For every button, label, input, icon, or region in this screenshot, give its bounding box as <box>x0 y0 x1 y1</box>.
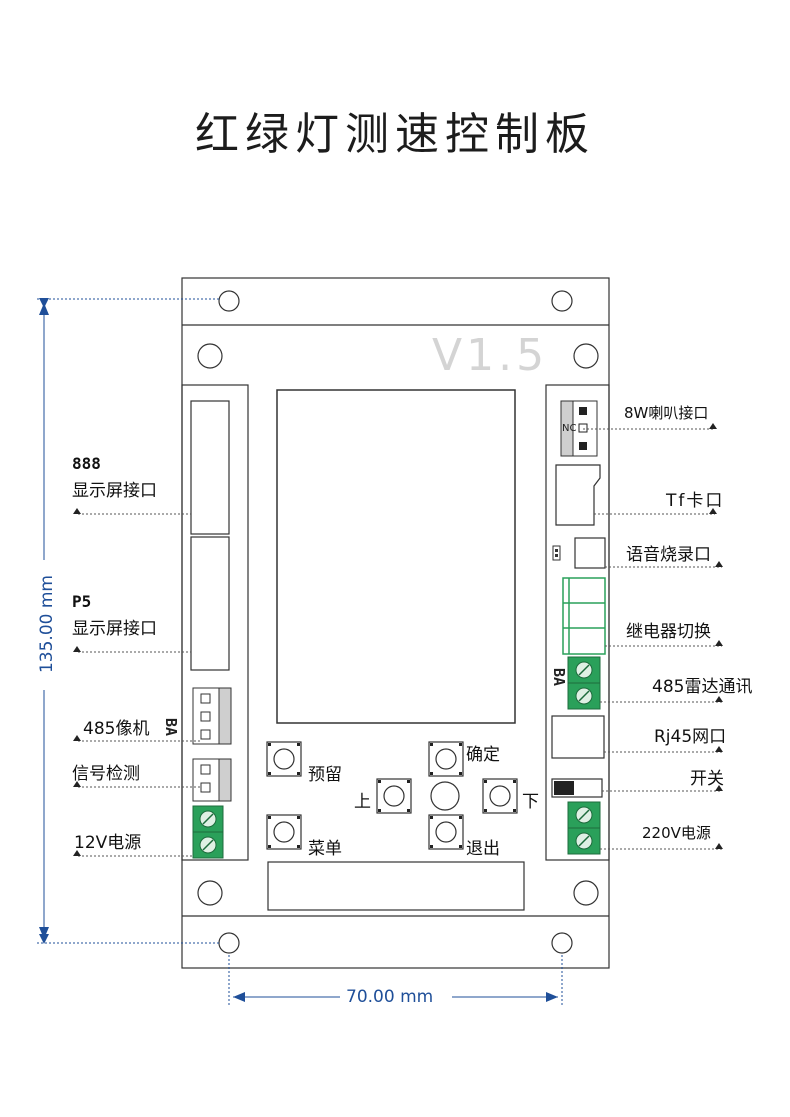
tf-label: Tf卡口 <box>666 491 725 511</box>
height-dimension-label: 135.00 mm <box>37 575 57 674</box>
version-label: V1.5 <box>432 330 549 381</box>
p5-label: 显示屏接口 <box>72 619 157 639</box>
btn-reserve-label: 预留 <box>308 765 342 785</box>
speaker-label: 8W喇叭接口 <box>624 404 709 422</box>
left-panel <box>181 384 249 861</box>
btn-exit-label: 退出 <box>466 839 500 859</box>
mount-hole-upper-left <box>197 343 223 369</box>
p5-connector <box>190 536 230 671</box>
right-panel <box>545 384 610 861</box>
relay-label: 继电器切换 <box>626 622 711 642</box>
tf-slot <box>555 464 601 526</box>
rj45-port <box>551 715 605 759</box>
signal-label: 信号检测 <box>72 764 140 784</box>
seg888-label: 显示屏接口 <box>72 481 157 501</box>
camera485-label: 485像机 <box>83 719 150 739</box>
switch-label: 开关 <box>690 769 724 789</box>
bottom-connector <box>267 861 525 911</box>
rj45-label: Rj45网口 <box>654 727 727 747</box>
mount-hole-top-left <box>218 290 240 312</box>
power220v-label: 220V电源 <box>642 824 711 842</box>
p5-code: P5 <box>72 592 92 611</box>
mount-hole-top-right <box>551 290 573 312</box>
btn-down-label: 下 <box>522 792 539 812</box>
width-dimension-label: 70.00 mm <box>346 987 434 1007</box>
lcd-screen <box>276 389 516 724</box>
mount-hole-lower-right <box>573 880 599 906</box>
mount-hole-bottom-right <box>551 932 573 954</box>
page-title: 红绿灯测速控制板 <box>195 109 595 160</box>
camera485-code: BA <box>162 717 181 737</box>
center-knob <box>430 781 460 811</box>
mount-hole-upper-right <box>573 343 599 369</box>
power12v-label: 12V电源 <box>74 833 142 853</box>
nc-label: NC <box>562 423 577 434</box>
seg888-connector <box>190 400 230 535</box>
btn-up-label: 上 <box>354 792 371 812</box>
voice-label: 语音烧录口 <box>626 545 711 565</box>
mount-hole-bottom-left <box>218 932 240 954</box>
radar485-label: 485雷达通讯 <box>652 677 753 697</box>
seg888-code: 888 <box>72 454 101 473</box>
btn-confirm-label: 确定 <box>466 745 500 765</box>
btn-menu-label: 菜单 <box>308 839 342 859</box>
radar485-code: BA <box>550 667 569 687</box>
mount-hole-lower-left <box>197 880 223 906</box>
